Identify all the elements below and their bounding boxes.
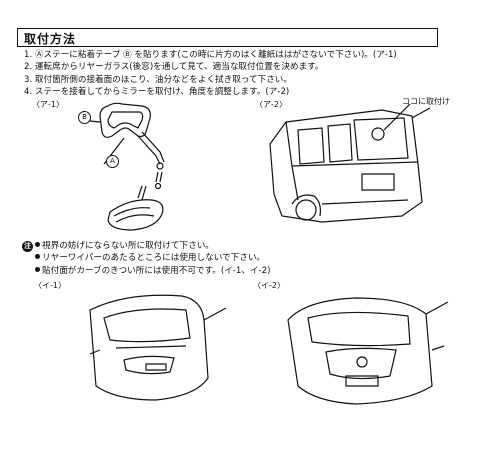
- note-item: 貼付面がカーブのきつい所には使用不可です。(イ-1、イ-2): [35, 265, 270, 277]
- note-item: 視界の妨げにならない所に取付けて下さい。: [35, 240, 270, 252]
- section-title: 取付方法: [24, 32, 77, 46]
- figure-i1-car-rear: [86, 290, 236, 410]
- step-item: 3. 取付箇所側の接着面のほこり、油分などをよく拭き取って下さい。: [24, 74, 292, 85]
- bullet-icon: [35, 266, 40, 272]
- figure-a1-mirror-stay: [60, 100, 210, 240]
- bullet-icon: [35, 254, 40, 260]
- step-item: 4. ステーを接着してからミラーを取付け、角度を調整します。(ア-2): [24, 87, 290, 98]
- figure-i1-label: 〈イ-1〉: [34, 281, 66, 290]
- bullet-icon: [35, 242, 40, 247]
- figure-a2-label: 〈ア-2〉: [255, 100, 287, 109]
- note-badge: 注: [22, 241, 33, 252]
- figure-a2-van-rear: [262, 104, 452, 232]
- figure-i2-car-rear: [286, 290, 456, 410]
- van-rear-illustration: [269, 104, 431, 223]
- note-item: リヤーワイパーのあたるところには使用しないで下さい。: [35, 252, 270, 264]
- step-item: 2. 運転席からリヤーガラス(後窓)を通して見て、適当な取付位置を決めます。: [24, 62, 324, 73]
- section-header: 取付方法: [17, 28, 438, 47]
- car-rear-illustration-i1: [89, 294, 227, 401]
- note-text: リヤーワイパーのあたるところには使用しないで下さい。: [42, 253, 266, 264]
- figure-i2-label: 〈イ-2〉: [253, 281, 285, 290]
- figure-a1-label: 〈ア-1〉: [32, 100, 64, 109]
- badge-a: A: [106, 155, 119, 168]
- note-text: 視界の妨げにならない所に取付けて下さい。: [42, 241, 214, 251]
- note-list: 視界の妨げにならない所に取付けて下さい。 リヤーワイパーのあたるところには使用し…: [35, 240, 270, 277]
- step-item: 1. Ⓐステーに粘着テープ Ⓑ を貼ります(この時に片方のはく離紙ははがさないで…: [24, 50, 397, 60]
- steps-list: 1. Ⓐステーに粘着テープ Ⓑ を貼ります(この時に片方のはく離紙ははがさないで…: [24, 49, 494, 99]
- mirror-stay-illustration: [79, 102, 165, 231]
- note-text: 貼付面がカーブのきつい所には使用不可です。(イ-1、イ-2): [42, 265, 271, 276]
- figure-a2-callout: ココに取付け: [402, 97, 450, 106]
- car-rear-illustration-i2: [287, 297, 449, 405]
- badge-b: B: [78, 111, 91, 124]
